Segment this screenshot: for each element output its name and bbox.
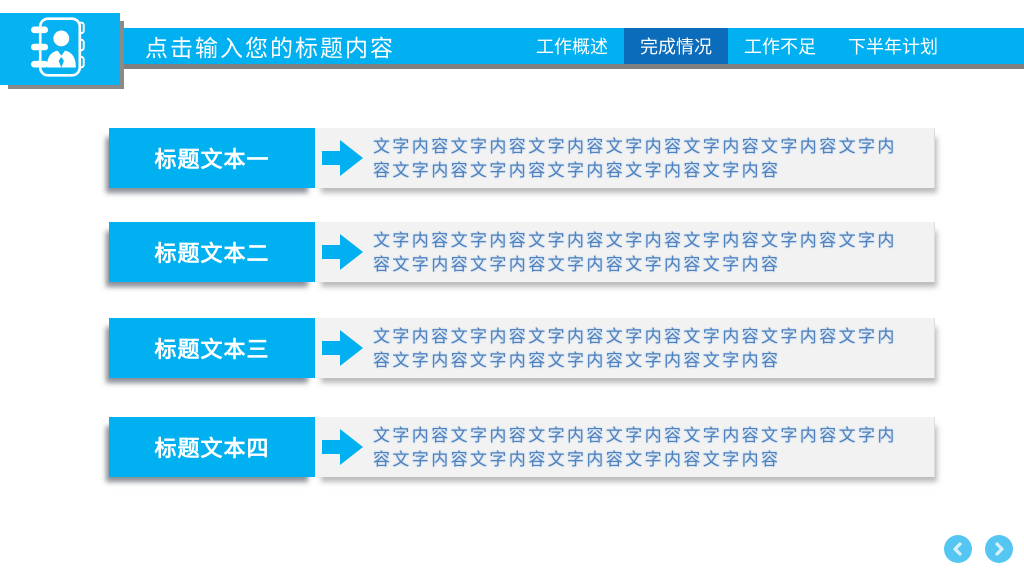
- page-navigation: [944, 535, 1013, 563]
- row-body-text: 文字内容文字内容文字内容文字内容文字内容文字内容文字内容文字内容文字内容文字内容…: [373, 137, 897, 180]
- address-book-icon: [27, 16, 93, 83]
- row-title-box-3: 标题文本三: [109, 318, 315, 378]
- nav-tabs: 工作概述 完成情况 工作不足 下半年计划: [520, 28, 954, 64]
- list-item: 标题文本三 文字内容文字内容文字内容文字内容文字内容文字内容文字内容文字内容文字…: [0, 318, 1024, 378]
- chevron-left-icon: [953, 542, 962, 556]
- tab-second-half-plan[interactable]: 下半年计划: [848, 37, 938, 57]
- row-body-box-1: 文字内容文字内容文字内容文字内容文字内容文字内容文字内容文字内容文字内容文字内容…: [315, 128, 935, 188]
- row-title-box-1: 标题文本一: [109, 128, 315, 188]
- logo-box: [0, 13, 120, 85]
- list-item: 标题文本二 文字内容文字内容文字内容文字内容文字内容文字内容文字内容文字内容文字…: [0, 222, 1024, 282]
- row-body-text: 文字内容文字内容文字内容文字内容文字内容文字内容文字内容文字内容文字内容文字内容…: [373, 327, 897, 370]
- row-body-box-3: 文字内容文字内容文字内容文字内容文字内容文字内容文字内容文字内容文字内容文字内容…: [315, 318, 935, 378]
- tab-completion-status[interactable]: 完成情况: [624, 28, 728, 64]
- chevron-right-icon: [995, 542, 1004, 556]
- slide-title: 点击输入您的标题内容: [145, 36, 395, 61]
- row-title-box-2: 标题文本二: [109, 222, 315, 282]
- row-body-box-4: 文字内容文字内容文字内容文字内容文字内容文字内容文字内容文字内容文字内容文字内容…: [315, 417, 935, 477]
- header-bar: 点击输入您的标题内容 工作概述 完成情况 工作不足 下半年计划: [112, 28, 1024, 64]
- list-item: 标题文本一 文字内容文字内容文字内容文字内容文字内容文字内容文字内容文字内容文字…: [0, 128, 1024, 188]
- right-arrow-icon: [322, 140, 363, 176]
- list-item: 标题文本四 文字内容文字内容文字内容文字内容文字内容文字内容文字内容文字内容文字…: [0, 417, 1024, 477]
- tab-work-overview[interactable]: 工作概述: [536, 37, 608, 57]
- right-arrow-icon: [322, 429, 363, 465]
- row-body-box-2: 文字内容文字内容文字内容文字内容文字内容文字内容文字内容文字内容文字内容文字内容…: [315, 222, 935, 282]
- right-arrow-icon: [322, 234, 363, 270]
- tab-shortcomings[interactable]: 工作不足: [744, 37, 816, 57]
- row-title-box-4: 标题文本四: [109, 417, 315, 477]
- row-body-text: 文字内容文字内容文字内容文字内容文字内容文字内容文字内容文字内容文字内容文字内容…: [373, 426, 897, 469]
- row-body-text: 文字内容文字内容文字内容文字内容文字内容文字内容文字内容文字内容文字内容文字内容…: [373, 231, 897, 274]
- right-arrow-icon: [322, 330, 363, 366]
- prev-button[interactable]: [944, 535, 972, 563]
- next-button[interactable]: [985, 535, 1013, 563]
